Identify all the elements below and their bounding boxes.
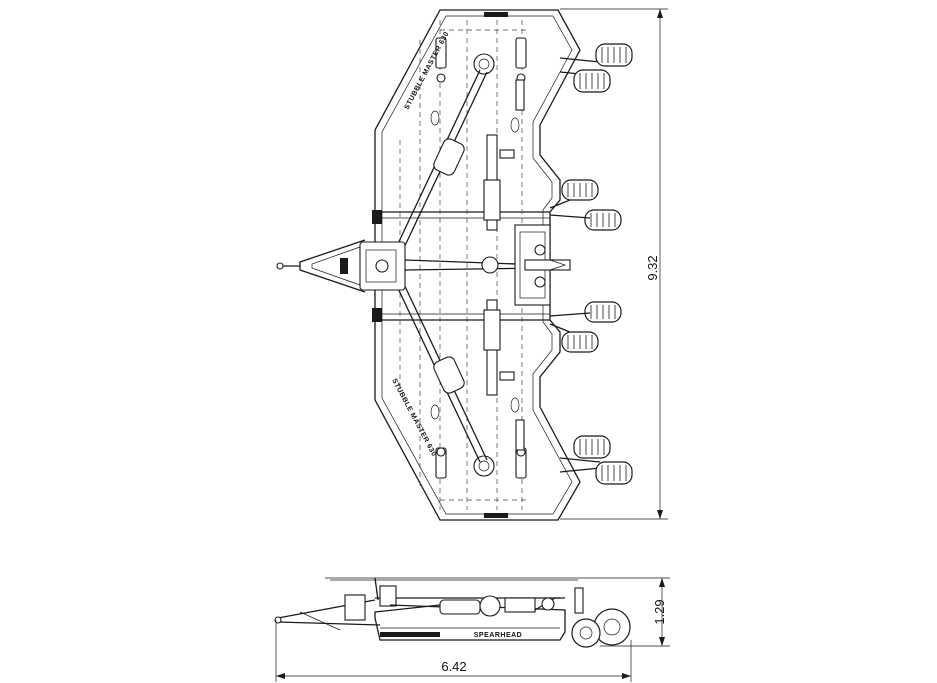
dim-height: 1.29: [325, 577, 670, 647]
wheels-top-view: [549, 43, 633, 485]
skid-plate: [372, 210, 382, 224]
deck-decal-top: STUBBLE MASTER 630: [404, 31, 451, 111]
dim-height-value: 1.29: [652, 599, 667, 624]
side-brand-label: SPEARHEAD: [474, 632, 522, 639]
skid-plate: [484, 12, 508, 17]
skid-plate: [484, 513, 508, 518]
deck-outline: [374, 9, 581, 521]
dim-length-value: 9.32: [645, 255, 660, 280]
dim-width: 6.42: [275, 620, 632, 682]
top-view: STUBBLE MASTER 630 STUBBLE MASTER 630: [276, 9, 633, 521]
deck-decal-bottom: STUBBLE MASTER 630: [390, 378, 437, 458]
dim-width-value: 6.42: [441, 659, 466, 674]
side-wheels: [571, 608, 631, 648]
side-view: SPEARHEAD: [274, 577, 631, 648]
hitch-tongue: [276, 239, 406, 293]
jack-stand: [344, 594, 366, 621]
deck-inner-edge: [381, 15, 573, 515]
hitch-eye: [274, 616, 282, 624]
spindle-group-top: [430, 37, 527, 479]
skid: [380, 632, 440, 637]
side-deck: [374, 604, 566, 641]
wheel-post: [574, 587, 584, 614]
center-frame: [481, 134, 571, 396]
dim-length: 9.32: [560, 8, 668, 520]
skid-plate: [372, 308, 382, 322]
